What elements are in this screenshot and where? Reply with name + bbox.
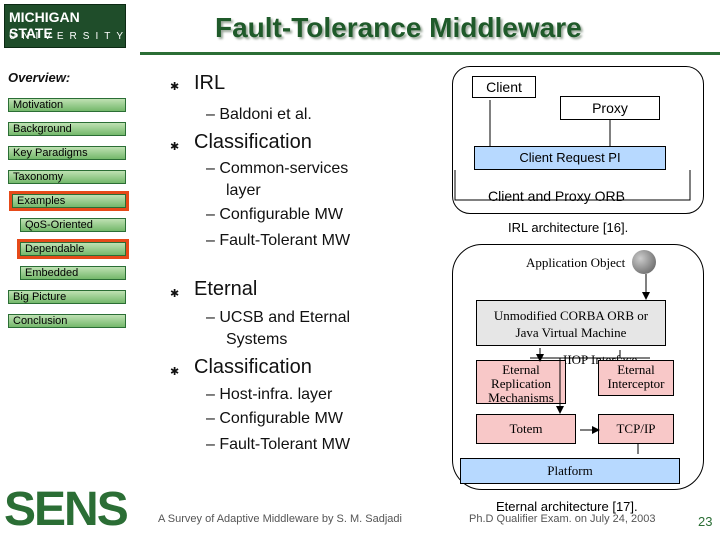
bullet-star-icon: ✱ xyxy=(170,81,180,93)
class2-sub-0: – Host-infra. layer xyxy=(206,386,333,403)
sidebar-item-taxonomy[interactable]: Taxonomy xyxy=(8,170,126,184)
eternal-totem-box: Totem xyxy=(476,414,576,444)
irl-proxy-box: Proxy xyxy=(560,96,660,120)
logo-line1: MICHIGAN STATE xyxy=(9,9,80,41)
class1-sub-0: – Common-services xyxy=(206,160,349,177)
title-divider xyxy=(140,52,720,55)
class2-sub-2: – Fault-Tolerant MW xyxy=(206,436,351,453)
eternal-sub-0: – UCSB and Eternal xyxy=(206,309,351,326)
bullet-star-icon: ✱ xyxy=(170,141,180,153)
class1-sub-3: – Fault-Tolerant MW xyxy=(206,232,351,249)
bullet-classification-2: Classification xyxy=(194,356,312,378)
msu-logo: MICHIGAN STATE UNIVERSITY xyxy=(4,4,126,48)
page-title: Fault-Tolerance Middleware xyxy=(215,12,582,43)
sidebar-item-conclusion[interactable]: Conclusion xyxy=(8,314,126,328)
class1-sub-1: layer xyxy=(226,182,261,199)
eternal-diagram-arrows xyxy=(530,274,650,454)
sidebar-item-motivation[interactable]: Motivation xyxy=(8,98,126,112)
bullet-star-icon: ✱ xyxy=(170,288,180,300)
irl-subbullet: – Baldoni et al. xyxy=(206,106,312,123)
bullet-irl: IRL xyxy=(194,72,226,94)
irl-client-request-pi: Client Request PI xyxy=(474,146,666,170)
sidebar-item-key-paradigms[interactable]: Key Paradigms xyxy=(8,146,126,160)
footer-left-text: A Survey of Adaptive Middleware by S. M.… xyxy=(158,513,402,525)
sidebar-item-qos-oriented[interactable]: QoS-Oriented xyxy=(20,218,126,232)
page-number: 23 xyxy=(698,514,713,529)
irl-diagram-connectors xyxy=(454,100,691,201)
sidebar-item-dependable[interactable]: Dependable xyxy=(17,239,129,259)
eternal-sub-1: Systems xyxy=(226,331,288,348)
irl-client-box: Client xyxy=(472,76,536,98)
class2-sub-1: – Configurable MW xyxy=(206,410,343,427)
bullet-star-icon: ✱ xyxy=(170,366,180,378)
eternal-platform-box: Platform xyxy=(460,458,680,484)
sens-logo: SENS xyxy=(4,483,129,536)
footer-right-text: Ph.D Qualifier Exam. on July 24, 2003 xyxy=(469,513,656,525)
sidebar-item-big-picture[interactable]: Big Picture xyxy=(8,290,126,304)
app-object-sphere-icon xyxy=(632,250,656,274)
sidebar-item-background[interactable]: Background xyxy=(8,122,126,136)
eternal-orb-box: Unmodified CORBA ORB or Java Virtual Mac… xyxy=(476,300,666,346)
sidebar-item-examples[interactable]: Examples xyxy=(9,191,129,211)
eternal-interceptor-box: Eternal Interceptor xyxy=(598,360,674,396)
logo-line2: UNIVERSITY xyxy=(9,31,130,42)
bullet-classification-1: Classification xyxy=(194,131,312,153)
class1-sub-2: – Configurable MW xyxy=(206,206,343,223)
irl-caption: IRL architecture [16]. xyxy=(508,220,629,235)
sidebar-item-embedded[interactable]: Embedded xyxy=(20,266,126,280)
eternal-app-object: Application Object xyxy=(526,255,626,270)
eternal-caption: Eternal architecture [17]. xyxy=(496,499,638,514)
sidebar-heading: Overview: xyxy=(8,70,71,85)
eternal-tcpip-box: TCP/IP xyxy=(598,414,674,444)
bullet-eternal: Eternal xyxy=(194,278,258,300)
eternal-replication-box: Eternal Replication Mechanisms xyxy=(476,360,566,405)
